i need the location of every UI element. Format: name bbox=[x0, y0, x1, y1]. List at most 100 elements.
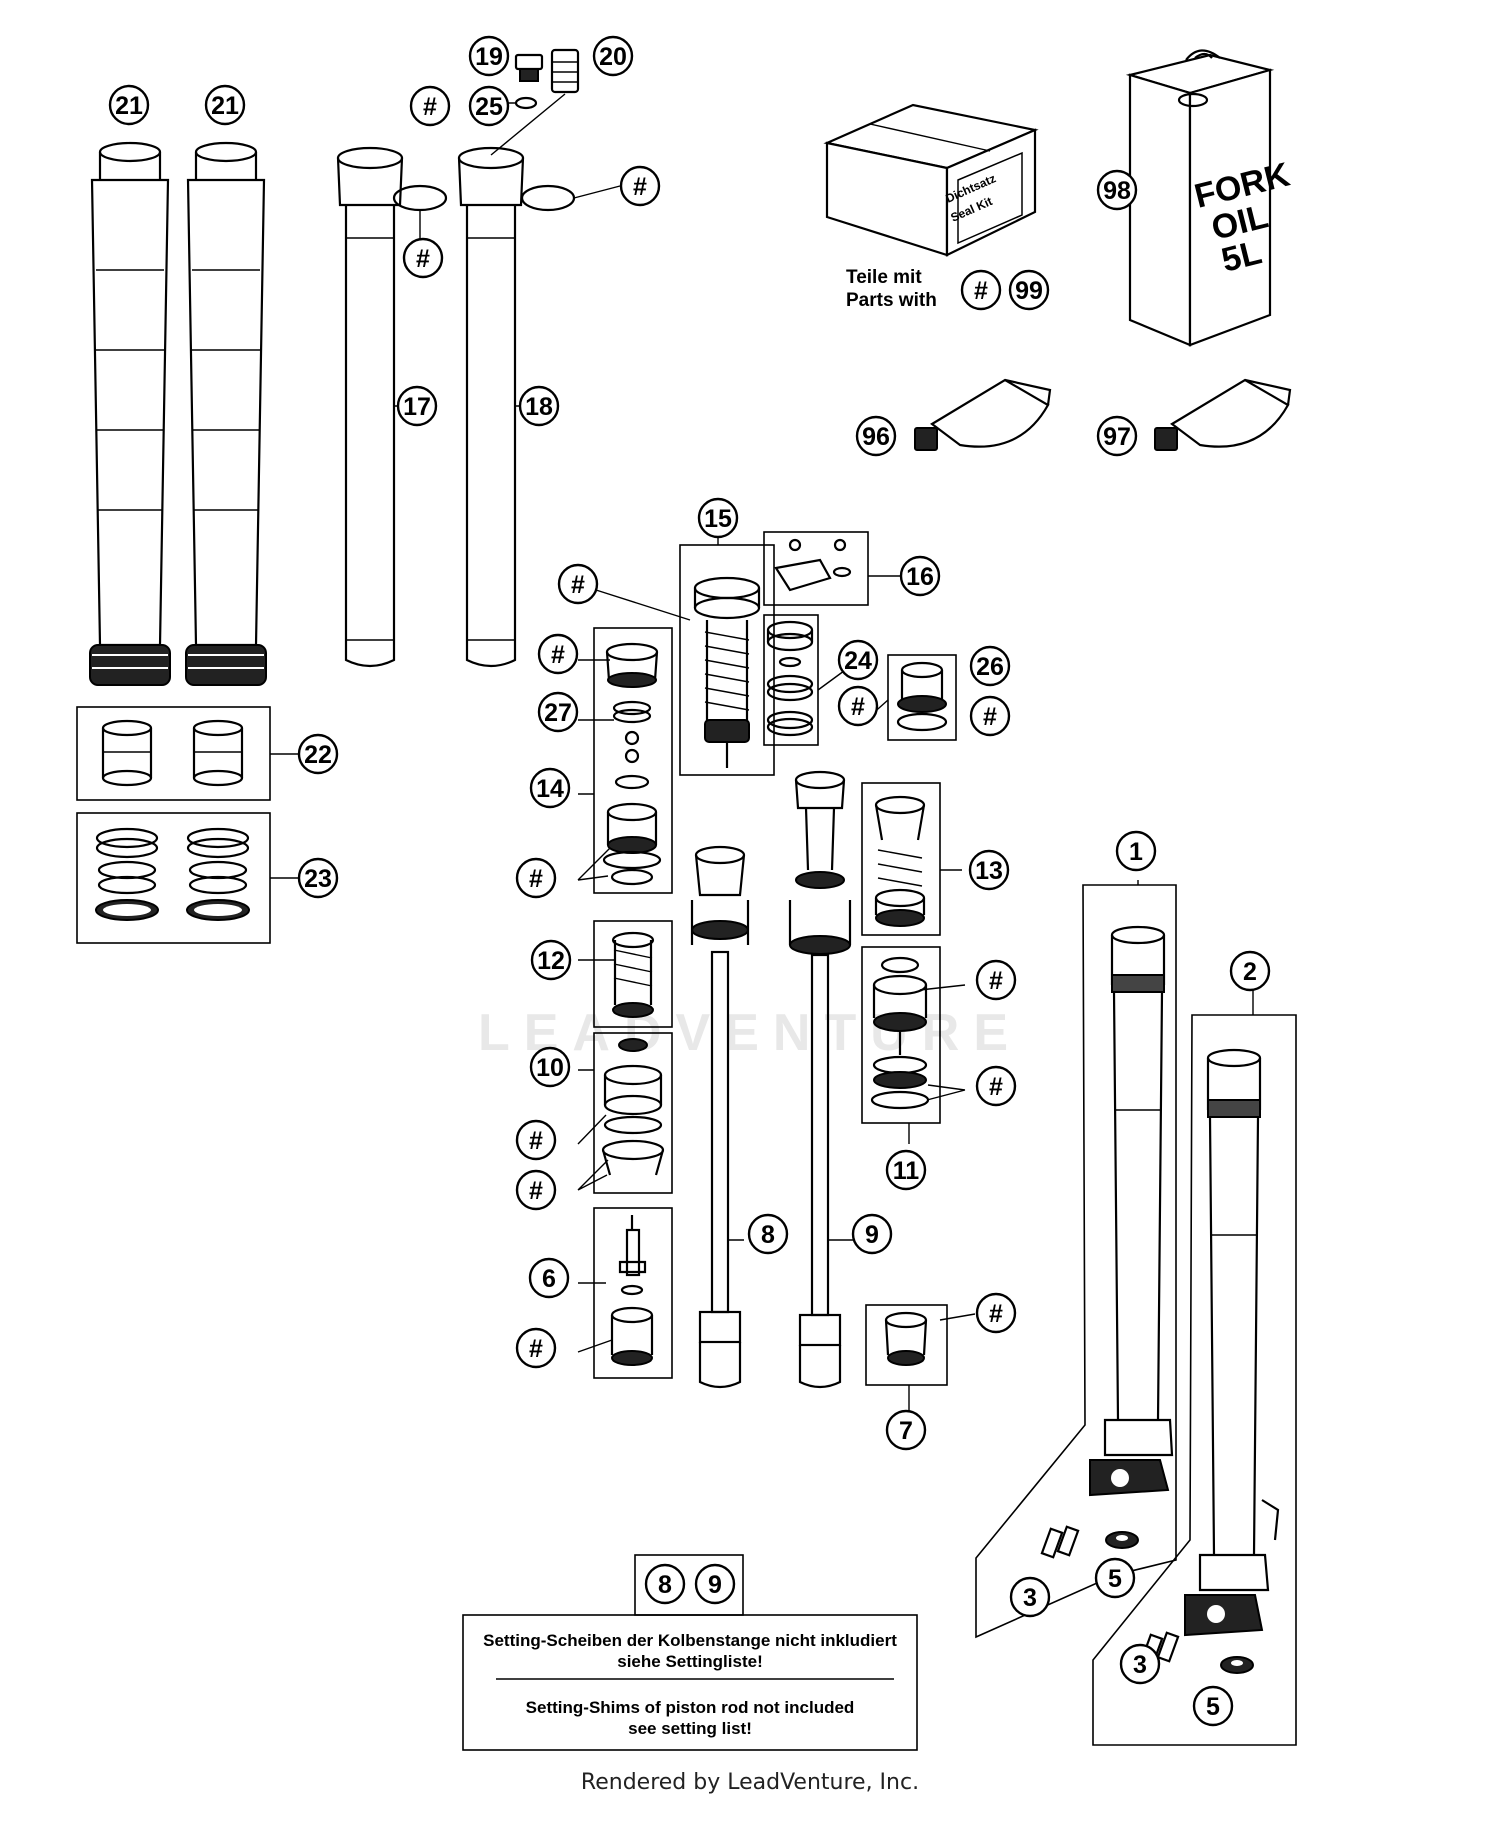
callout-circle bbox=[1094, 1557, 1136, 1599]
callout-label: # bbox=[416, 245, 430, 273]
valve-stack-14 bbox=[602, 642, 662, 886]
seals-24 bbox=[766, 620, 814, 737]
callout-label: 9 bbox=[865, 1221, 879, 1249]
callout-c18h: # bbox=[619, 165, 661, 207]
callout-circle bbox=[409, 85, 451, 127]
o-ring-25 bbox=[514, 96, 538, 110]
callout-circle bbox=[1229, 950, 1271, 992]
o-ring-18 bbox=[520, 184, 576, 212]
callout-c12: 12 bbox=[530, 939, 572, 981]
spring-12 bbox=[611, 931, 655, 1018]
callout-c11a: # bbox=[975, 959, 1017, 1001]
callout-label: 8 bbox=[658, 1571, 672, 1599]
callout-c25h: # bbox=[409, 85, 451, 127]
callout-label: 23 bbox=[304, 865, 332, 893]
callout-label: 15 bbox=[704, 505, 732, 533]
callout-label: 19 bbox=[475, 43, 503, 71]
callout-label: 97 bbox=[1103, 423, 1131, 451]
callout-circle bbox=[537, 633, 579, 675]
callout-label: 8 bbox=[761, 1221, 775, 1249]
callout-circle bbox=[644, 1563, 686, 1605]
callout-label: 7 bbox=[899, 1417, 913, 1445]
callout-label: 10 bbox=[536, 1054, 564, 1082]
nut-5a bbox=[1105, 1531, 1139, 1549]
callout-c3a: 3 bbox=[1009, 1576, 1051, 1618]
callout-c19: 19 bbox=[468, 35, 510, 77]
callout-circle bbox=[468, 35, 510, 77]
callout-label: 2 bbox=[1243, 958, 1257, 986]
callout-n9: 9 bbox=[694, 1563, 736, 1605]
callout-c22: 22 bbox=[297, 733, 339, 775]
callout-label: # bbox=[423, 93, 437, 121]
callout-c98: 98 bbox=[1096, 169, 1138, 211]
callout-label: # bbox=[529, 1335, 543, 1363]
inner-tube-1 bbox=[1089, 925, 1174, 1497]
callout-circle bbox=[975, 1292, 1017, 1334]
callout-circle bbox=[297, 733, 339, 775]
callout-circle bbox=[530, 939, 572, 981]
callout-circle bbox=[518, 385, 560, 427]
callout-circle bbox=[297, 857, 339, 899]
callout-label: # bbox=[633, 173, 647, 201]
callout-c21b: 21 bbox=[204, 84, 246, 126]
note-de-line-2: siehe Settingliste! bbox=[617, 1652, 762, 1671]
callout-c11b: # bbox=[975, 1065, 1017, 1107]
callout-circle bbox=[529, 1046, 571, 1088]
callout-label: # bbox=[974, 277, 988, 305]
callout-label: 3 bbox=[1023, 1584, 1037, 1612]
piston-rod-9 bbox=[788, 770, 852, 1389]
callout-circle bbox=[960, 269, 1002, 311]
inner-tube-2 bbox=[1184, 1048, 1280, 1637]
callout-circle bbox=[592, 35, 634, 77]
callout-label: 22 bbox=[304, 741, 332, 769]
axle-bolts-3a bbox=[1040, 1525, 1080, 1559]
callout-c21a: 21 bbox=[108, 84, 150, 126]
parts-with-line-1: Teile mit bbox=[846, 267, 922, 288]
callout-label: 5 bbox=[1108, 1565, 1122, 1593]
callout-label: 21 bbox=[115, 92, 143, 120]
part-7 bbox=[884, 1311, 928, 1366]
callout-label: 98 bbox=[1103, 177, 1131, 205]
callout-circle bbox=[969, 645, 1011, 687]
callout-circle bbox=[515, 1169, 557, 1211]
callout-c11: 11 bbox=[885, 1149, 927, 1191]
parts-with-line-2: Parts with bbox=[846, 290, 937, 311]
callout-c10: 10 bbox=[529, 1046, 571, 1088]
fork-seals bbox=[95, 827, 250, 921]
callout-circle bbox=[968, 849, 1010, 891]
callout-label: 6 bbox=[542, 1265, 556, 1293]
callout-label: 17 bbox=[403, 393, 431, 421]
callout-label: # bbox=[551, 641, 565, 669]
part-6 bbox=[610, 1215, 654, 1366]
adjuster-parts-16 bbox=[774, 538, 852, 592]
callout-c9: 9 bbox=[851, 1213, 893, 1255]
note-de-line-1: Setting-Scheiben der Kolbenstange nicht … bbox=[483, 1631, 897, 1650]
callout-circle bbox=[885, 1409, 927, 1451]
note-en-line-2: see setting list! bbox=[628, 1719, 752, 1738]
callout-c5a: 5 bbox=[1094, 1557, 1136, 1599]
part-26 bbox=[896, 661, 948, 732]
callout-label: 96 bbox=[862, 423, 890, 451]
callout-circle bbox=[1115, 830, 1157, 872]
callout-circle bbox=[528, 1257, 570, 1299]
callout-circle bbox=[108, 84, 150, 126]
callout-label: # bbox=[571, 571, 585, 599]
callout-label: # bbox=[983, 703, 997, 731]
callout-label: # bbox=[529, 865, 543, 893]
callout-circle bbox=[694, 1563, 736, 1605]
callout-c97: 97 bbox=[1096, 415, 1138, 457]
compression-valve-13 bbox=[874, 795, 926, 927]
seal-kit-package: Dichtsatz Seal Kit bbox=[823, 103, 1039, 257]
callout-label: 16 bbox=[906, 563, 934, 591]
callout-c10b: # bbox=[515, 1169, 557, 1211]
plug-19 bbox=[514, 53, 544, 82]
callout-c23: 23 bbox=[297, 857, 339, 899]
callout-label: # bbox=[989, 1300, 1003, 1328]
callout-circle bbox=[468, 85, 510, 127]
air-valve-20 bbox=[550, 48, 580, 94]
callout-label: 21 bbox=[211, 92, 239, 120]
callout-c10a: # bbox=[515, 1119, 557, 1161]
callout-c24h: # bbox=[837, 685, 879, 727]
nut-5b bbox=[1220, 1656, 1254, 1674]
